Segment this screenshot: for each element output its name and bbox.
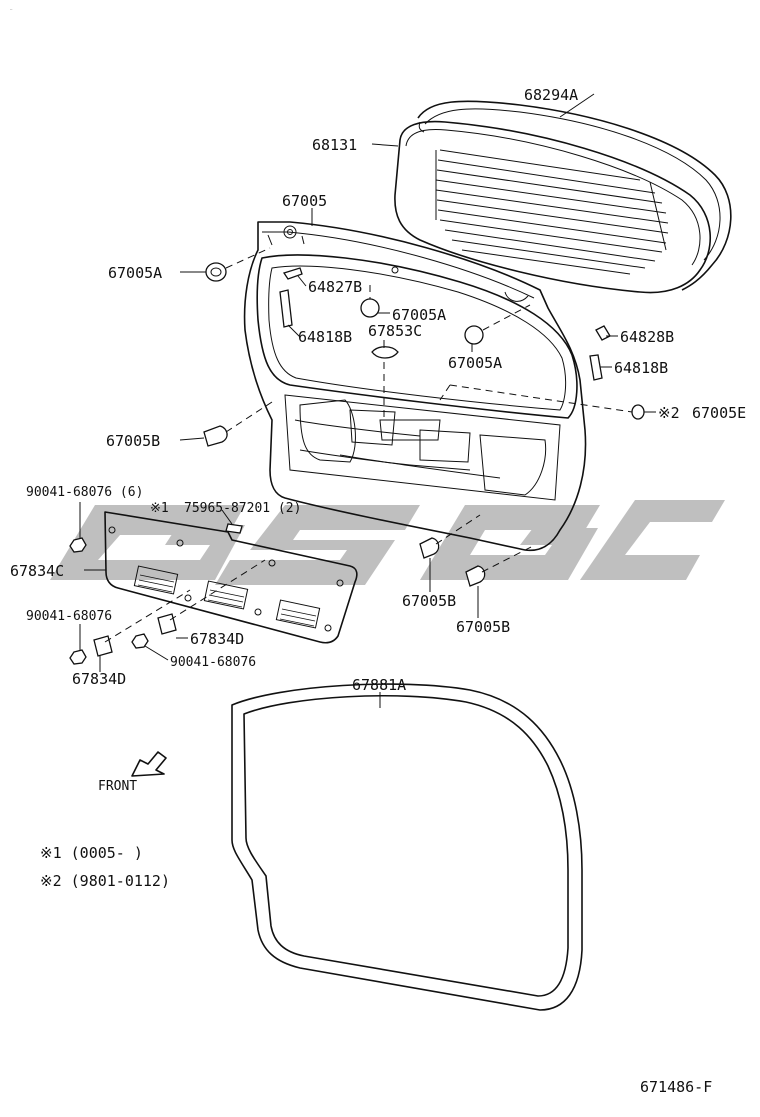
clip-upper-shape: [282, 267, 303, 280]
nut-bottom-shape: [131, 633, 149, 649]
nut-left-shape: [69, 649, 87, 665]
label-67853C: 67853C: [368, 322, 422, 340]
label-67005B-bottom-2: 67005B: [456, 618, 510, 636]
label-note2-mark: ※2: [658, 404, 680, 422]
label-67834D-left: 67834D: [72, 670, 126, 688]
ornament-shape: [371, 346, 399, 420]
defogger-lines: [435, 149, 669, 275]
protector-right-shape: [589, 354, 603, 381]
label-64827B: 64827B: [308, 278, 362, 296]
clip-right-shape: [595, 325, 611, 341]
back-window-68131: [394, 120, 711, 294]
label-67005A-center: 67005A: [392, 306, 446, 324]
cushion-center-shape: [360, 285, 380, 318]
label-note1-mark: ※1: [150, 501, 169, 516]
part-labels: 68294A 68131 67005 67005A 64827B 67005A …: [10, 86, 746, 1096]
clip-d-left-shape: [93, 589, 191, 657]
nut-top-shape: [69, 537, 87, 553]
label-67005B-left: 67005B: [106, 432, 160, 450]
label-67881A: 67881A: [352, 676, 406, 694]
weatherstrip-67881A: [231, 683, 583, 1011]
label-nut-left: 90041-68076: [26, 609, 112, 624]
label-64828B: 64828B: [620, 328, 674, 346]
glass-seal-68294A: [417, 100, 732, 291]
leader-lines: [79, 93, 656, 708]
label-67005E: 67005E: [692, 404, 746, 422]
label-67005A-right: 67005A: [448, 354, 502, 372]
cushion-right-shape: [464, 304, 531, 345]
label-nut-bottom: 90041-68076: [170, 655, 256, 670]
note-2: ※2 (9801-0112): [40, 872, 170, 890]
cushion-bottom-shapes: [419, 514, 536, 587]
label-64818B-right: 64818B: [614, 359, 668, 377]
label-75965-87201: 75965-87201 (2): [184, 501, 301, 516]
note-1: ※1 (0005- ): [40, 844, 143, 862]
watermark-logo: GSGC: [10, 9, 725, 585]
label-nut-top: 90041-68076 (6): [26, 485, 143, 500]
front-arrow-icon: [131, 751, 167, 777]
label-67005A-left: 67005A: [108, 264, 162, 282]
cushion-left-mid-shape: [203, 401, 273, 447]
label-68294A: 68294A: [524, 86, 578, 104]
label-67834C: 67834C: [10, 562, 64, 580]
label-64818B-left: 64818B: [298, 328, 352, 346]
label-68131: 68131: [312, 136, 357, 154]
figure-code: 671486-F: [640, 1078, 712, 1096]
label-front: FRONT: [98, 779, 137, 794]
label-67834D-center: 67834D: [190, 630, 244, 648]
clip-d-center-shape: [157, 559, 266, 635]
label-67005B-bottom-1: 67005B: [402, 592, 456, 610]
back-door-67005: [243, 221, 587, 552]
trim-cover-67834C: [104, 511, 358, 644]
protector-left-shape: [279, 289, 293, 328]
watermark-text: GSGC: [10, 9, 13, 11]
label-67005: 67005: [282, 192, 327, 210]
